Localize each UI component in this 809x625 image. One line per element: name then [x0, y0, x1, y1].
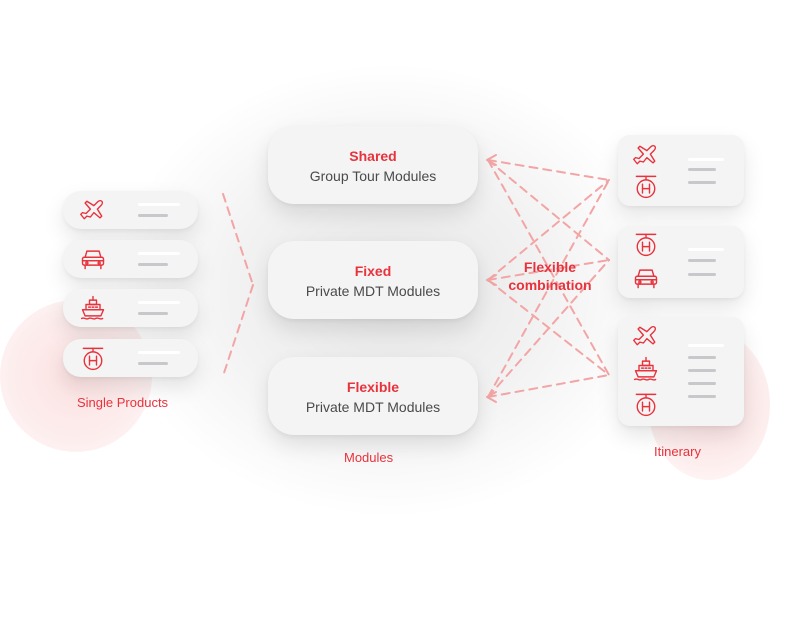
line-placeholder: [688, 356, 716, 359]
line-placeholder: [138, 351, 180, 354]
plane-icon: [632, 322, 660, 350]
chevron-line-lower: [222, 284, 254, 377]
itinerary-group-3: [618, 317, 744, 426]
line-placeholder: [138, 301, 180, 304]
line-placeholder: [688, 344, 724, 347]
fan-line: [487, 159, 610, 376]
fan-line: [487, 259, 610, 398]
single-product-ship: [63, 289, 198, 327]
line-placeholder: [138, 214, 168, 217]
car-icon: [632, 264, 660, 292]
helicopter-icon: [79, 344, 107, 372]
arrowhead: [486, 154, 497, 166]
car-icon: [79, 245, 107, 273]
fan-line: [487, 159, 610, 261]
flexible-combination-line-1: Flexible: [523, 259, 577, 275]
single-product-plane: [63, 191, 198, 229]
module-subtitle: Private MDT Modules: [305, 399, 441, 415]
module-title: Flexible: [346, 379, 400, 395]
fan-line: [487, 159, 610, 181]
flexible-combination-line-2: combination: [508, 277, 592, 293]
line-placeholder: [688, 248, 724, 251]
single-product-helicopter: [63, 339, 198, 377]
line-placeholder: [138, 263, 168, 266]
chevron-line-upper: [222, 193, 254, 286]
itinerary-label: Itinerary: [654, 444, 701, 459]
line-placeholder: [688, 273, 716, 276]
line-placeholder: [688, 158, 724, 161]
arrowhead: [486, 391, 497, 403]
single-products-label: Single Products: [77, 395, 169, 410]
helicopter-icon: [632, 230, 660, 258]
itinerary-group-1: [618, 135, 744, 206]
module-fixed: Fixed Private MDT Modules: [268, 241, 478, 319]
arrowhead: [486, 274, 497, 286]
plane-icon: [632, 141, 660, 169]
module-title: Fixed: [354, 263, 392, 279]
line-placeholder: [138, 203, 180, 206]
module-subtitle: Private MDT Modules: [305, 283, 441, 299]
fan-line: [487, 179, 610, 281]
line-placeholder: [688, 395, 716, 398]
itinerary-group-2: [618, 226, 744, 298]
helicopter-icon: [632, 172, 660, 200]
modules-label: Modules: [344, 450, 394, 465]
line-placeholder: [138, 312, 168, 315]
flexible-combination-label: Flexible combination: [494, 258, 606, 294]
helicopter-icon: [632, 390, 660, 418]
line-placeholder: [688, 259, 716, 262]
line-placeholder: [688, 181, 716, 184]
single-product-car: [63, 240, 198, 278]
module-title: Shared: [349, 148, 397, 164]
module-shared: Shared Group Tour Modules: [268, 126, 478, 204]
line-placeholder: [138, 252, 180, 255]
line-placeholder: [688, 382, 716, 385]
line-placeholder: [688, 168, 716, 171]
plane-icon: [79, 196, 107, 224]
line-placeholder: [138, 362, 168, 365]
module-flexible: Flexible Private MDT Modules: [268, 357, 478, 435]
ship-icon: [79, 294, 107, 322]
fan-line: [487, 259, 610, 281]
fan-line: [487, 374, 610, 398]
module-subtitle: Group Tour Modules: [309, 168, 437, 184]
line-placeholder: [688, 369, 716, 372]
ship-icon: [632, 355, 660, 383]
fan-line: [487, 179, 610, 398]
